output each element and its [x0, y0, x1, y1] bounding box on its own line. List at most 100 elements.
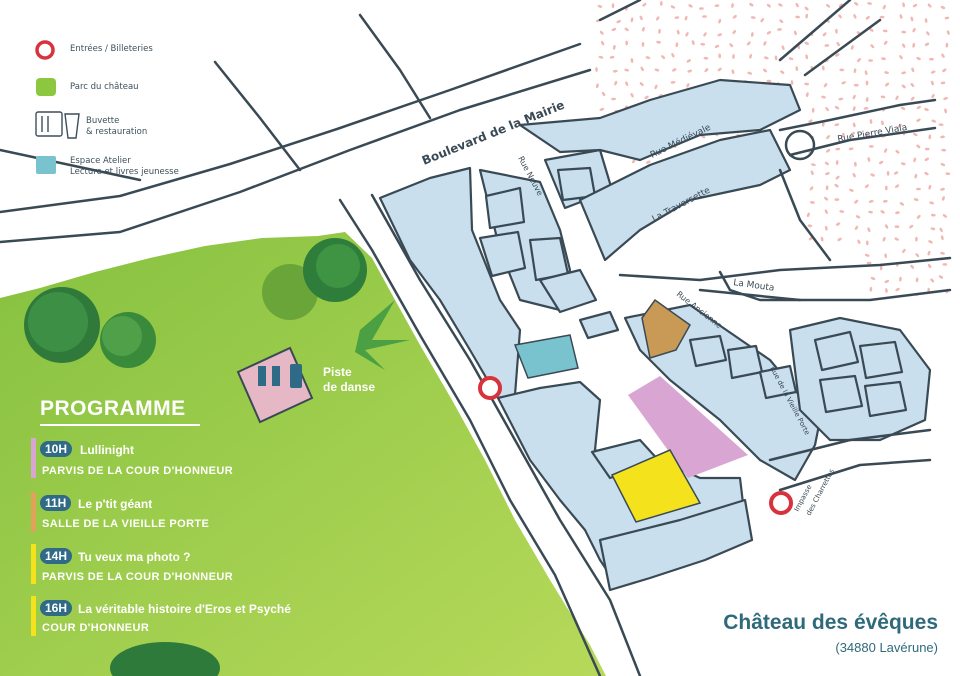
dot: [924, 171, 929, 176]
dot: [821, 121, 825, 127]
dot: [899, 55, 903, 60]
dot: [766, 31, 772, 35]
building-block: [484, 186, 526, 230]
street-boulevard: [0, 68, 592, 244]
dot: [835, 175, 840, 180]
programme-title: PROGRAMME: [40, 397, 186, 420]
dot: [852, 94, 856, 100]
dot: [901, 71, 907, 75]
dot: [656, 40, 661, 44]
dot: [611, 97, 616, 101]
dot: [732, 54, 735, 59]
dot: [611, 3, 615, 9]
dot: [824, 161, 829, 166]
dot: [714, 44, 720, 48]
dot: [940, 135, 945, 139]
dot: [597, 4, 603, 8]
dot: [852, 122, 856, 128]
dot: [654, 84, 658, 90]
dot: [849, 188, 854, 192]
dot: [924, 18, 928, 23]
dot: [661, 55, 666, 60]
dot: [780, 70, 785, 74]
street-edge: [803, 18, 882, 77]
legend-entries: Entrées / Billeteries: [70, 44, 153, 54]
dot: [826, 135, 830, 140]
dot: [684, 15, 688, 21]
programme-bar-4: [31, 596, 36, 636]
dot: [685, 32, 689, 37]
dot: [941, 148, 947, 152]
dot: [924, 157, 929, 162]
dot: [838, 14, 842, 19]
dance-floor-line1: Piste: [323, 365, 352, 379]
dot: [881, 57, 886, 61]
dot: [864, 70, 868, 76]
dot: [944, 108, 947, 114]
programme-time-2: 11H: [40, 495, 72, 511]
dot: [869, 119, 873, 124]
dot: [763, 56, 769, 60]
dot: [826, 3, 831, 8]
dot: [912, 27, 916, 33]
building-block: [378, 166, 522, 400]
dot: [795, 66, 799, 71]
dot: [909, 224, 914, 229]
legend-park: Parc du château: [70, 82, 139, 92]
dot: [671, 53, 675, 58]
street-edge: [213, 60, 302, 172]
programme-time-1: 10H: [40, 441, 73, 457]
building-block: [726, 344, 764, 380]
dot: [841, 81, 846, 85]
dot: [837, 237, 842, 242]
dot: [940, 187, 945, 191]
dot: [703, 56, 709, 60]
dot: [614, 80, 618, 86]
dot: [834, 183, 839, 188]
dot: [899, 202, 905, 206]
dot: [852, 106, 856, 111]
dot: [867, 157, 871, 162]
workshop-legend-icon: [36, 156, 56, 174]
dot: [868, 210, 873, 214]
dot: [654, 68, 660, 72]
entry-legend-icon: [35, 40, 55, 60]
programme-bar-1: [31, 438, 36, 478]
dot: [866, 261, 872, 265]
dot: [886, 171, 890, 176]
dot: [942, 214, 948, 218]
dot: [601, 91, 606, 97]
dot: [612, 69, 618, 73]
parvis-cour-honneur: [628, 376, 748, 478]
street-edge: [778, 98, 937, 132]
dot: [916, 57, 921, 61]
dot: [868, 59, 873, 62]
dot: [822, 32, 827, 37]
dot: [884, 71, 889, 75]
dot: [703, 32, 707, 37]
dot: [895, 184, 900, 188]
dot: [841, 132, 845, 138]
dot: [930, 227, 936, 231]
dot: [895, 287, 900, 292]
tree-icon: [262, 238, 410, 370]
tree-icon: [110, 642, 220, 676]
dot: [912, 3, 918, 8]
dot: [870, 173, 875, 177]
dot: [941, 196, 945, 201]
building-block: [578, 128, 792, 262]
street-edge: [0, 148, 142, 182]
dot: [793, 30, 797, 36]
building-block: [758, 364, 798, 400]
dot: [930, 80, 934, 86]
dot: [774, 55, 778, 61]
dot: [940, 235, 944, 241]
building-block: [688, 334, 728, 368]
building-block: [788, 316, 932, 442]
dot: [686, 59, 691, 63]
street-edge: [598, 0, 642, 22]
dot: [624, 68, 630, 72]
dot: [699, 7, 704, 10]
dance-floor-line2: de danse: [323, 380, 376, 394]
